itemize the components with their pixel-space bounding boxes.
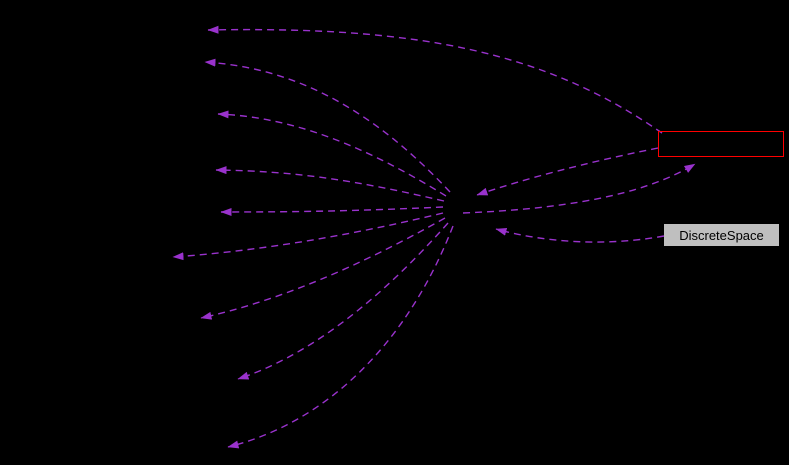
usage-edge [462, 163, 696, 214]
usage-edge [220, 206, 444, 216]
usage-edge [217, 110, 447, 197]
usage-edge [200, 217, 446, 320]
usage-edge [207, 25, 663, 134]
usage-edge [204, 58, 451, 193]
usage-edge [172, 212, 444, 261]
usage-edge [495, 227, 665, 243]
usage-edge [476, 147, 659, 196]
usage-edge [227, 225, 454, 449]
node-label: DiscreteSpace [679, 227, 764, 243]
node-discrete-space[interactable]: DiscreteSpace [664, 224, 779, 246]
highlighted-node [658, 131, 784, 157]
usage-edge [237, 222, 449, 380]
